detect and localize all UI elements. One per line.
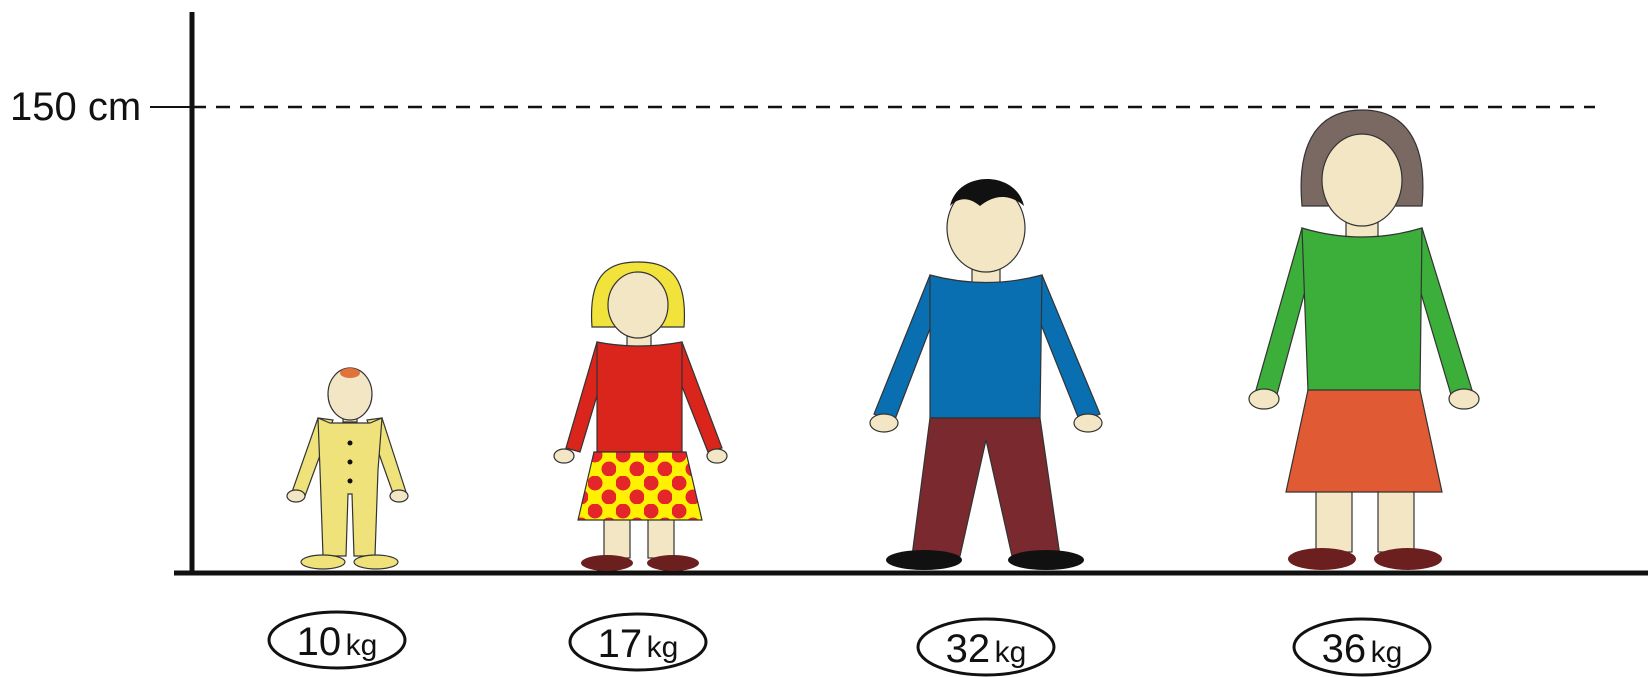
girl-shoe-right <box>647 555 699 571</box>
weight-label-text: 17 kg <box>598 622 679 666</box>
girl-leg-left <box>604 518 630 558</box>
girl-leg-right <box>648 518 674 558</box>
weight-label-text: 32 kg <box>946 627 1027 671</box>
girl-hand-left <box>554 449 574 463</box>
woman-shoe-left <box>1288 548 1356 570</box>
reference-label: 150 cm <box>10 85 141 129</box>
weight-label-text: 10 kg <box>297 620 378 664</box>
woman-head <box>1322 134 1402 226</box>
boy-hand-right <box>1074 414 1102 432</box>
girl-head <box>608 272 668 338</box>
baby-hand-right <box>390 490 408 502</box>
boy-shirt <box>930 275 1042 418</box>
woman-hand-left <box>1249 389 1279 409</box>
woman-skirt <box>1286 390 1442 492</box>
woman-figure <box>1249 110 1479 570</box>
baby-hair <box>340 368 360 378</box>
boy-pants <box>912 418 1060 556</box>
boy-hand-left <box>870 414 898 432</box>
baby-foot-left <box>301 555 345 569</box>
weight-label-woman: 36 kg <box>1294 619 1430 675</box>
weight-label-girl: 17 kg <box>570 614 706 670</box>
baby-foot-right <box>354 555 398 569</box>
boy-shoe-right <box>1008 550 1084 570</box>
boy-shoe-left <box>886 550 962 570</box>
baby-figure <box>287 368 408 569</box>
woman-leg-right <box>1378 490 1414 552</box>
woman-hand-right <box>1449 389 1479 409</box>
girl-shoe-left <box>581 555 633 571</box>
boy-figure <box>870 179 1102 570</box>
baby-suit <box>318 418 382 556</box>
girl-hand-right <box>707 449 727 463</box>
girl-shirt <box>597 342 682 452</box>
girl-skirt <box>578 452 702 520</box>
baby-button-2 <box>348 460 353 465</box>
weight-label-boy: 32 kg <box>918 619 1054 675</box>
woman-leg-left <box>1316 490 1352 552</box>
girl-figure <box>554 262 727 571</box>
weight-label-text: 36 kg <box>1322 627 1403 671</box>
baby-button-3 <box>348 479 353 484</box>
woman-shirt <box>1302 228 1422 392</box>
baby-hand-left <box>287 490 305 502</box>
woman-shoe-right <box>1374 548 1442 570</box>
baby-button-1 <box>348 441 353 446</box>
weight-label-baby: 10 kg <box>269 612 405 668</box>
